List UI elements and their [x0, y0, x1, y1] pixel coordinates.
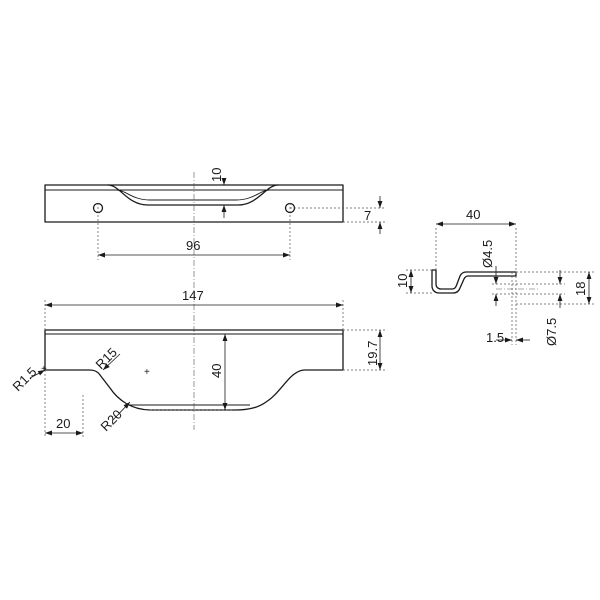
dim-10-top: 10 [209, 168, 227, 218]
dim-d4-5-label: Ø4.5 [480, 240, 495, 268]
dim-d7-5-label: Ø7.5 [544, 318, 559, 346]
front-view-outline [44, 329, 344, 411]
dim-7: 7 [364, 196, 383, 234]
dim-r15-label: R15 [93, 345, 120, 372]
dim-96-label: 96 [186, 238, 200, 253]
dim-r20: R20 [98, 401, 131, 434]
dim-1-5-label: 1.5 [486, 330, 504, 345]
dim-19-7: 19.7 [365, 330, 383, 370]
dim-d7-5: Ø7.5 [544, 270, 563, 346]
dim-r15: R15 [93, 345, 121, 372]
dim-10-top-label: 10 [209, 168, 224, 182]
top-view-recess-inner [115, 189, 271, 201]
profile-outline [431, 269, 517, 294]
dim-40-profile-label: 40 [466, 207, 480, 222]
dim-r1-5: R1.5 [10, 364, 46, 394]
dim-d4-5: Ø4.5 [480, 240, 499, 306]
dim-r20-label: R20 [98, 407, 125, 434]
dim-147-label: 147 [182, 288, 204, 303]
dim-10-profile-label: 10 [395, 274, 410, 288]
dim-10-profile: 10 [395, 270, 414, 293]
dim-20: 20 [45, 416, 83, 436]
dim-40-vertical: 40 [209, 334, 228, 410]
dim-96: 96 [98, 238, 290, 258]
dim-18: 18 [573, 272, 592, 304]
side-profile-view [406, 228, 594, 345]
dim-147: 147 [45, 288, 343, 308]
dim-1-5: 1.5 [486, 330, 530, 345]
dim-40-vertical-label: 40 [209, 364, 224, 378]
svg-text:+: + [144, 367, 150, 378]
front-view: + + [41, 300, 385, 438]
dim-20-label: 20 [56, 416, 70, 431]
dim-40-profile: 40 [436, 207, 516, 227]
dim-18-label: 18 [573, 282, 588, 296]
dim-r1-5-label: R1.5 [10, 364, 40, 394]
dim-19-7-label: 19.7 [365, 341, 380, 366]
svg-text:+: + [41, 364, 47, 375]
top-view [44, 172, 385, 430]
dim-7-label: 7 [364, 208, 371, 223]
top-view-recess-outer [107, 184, 279, 206]
